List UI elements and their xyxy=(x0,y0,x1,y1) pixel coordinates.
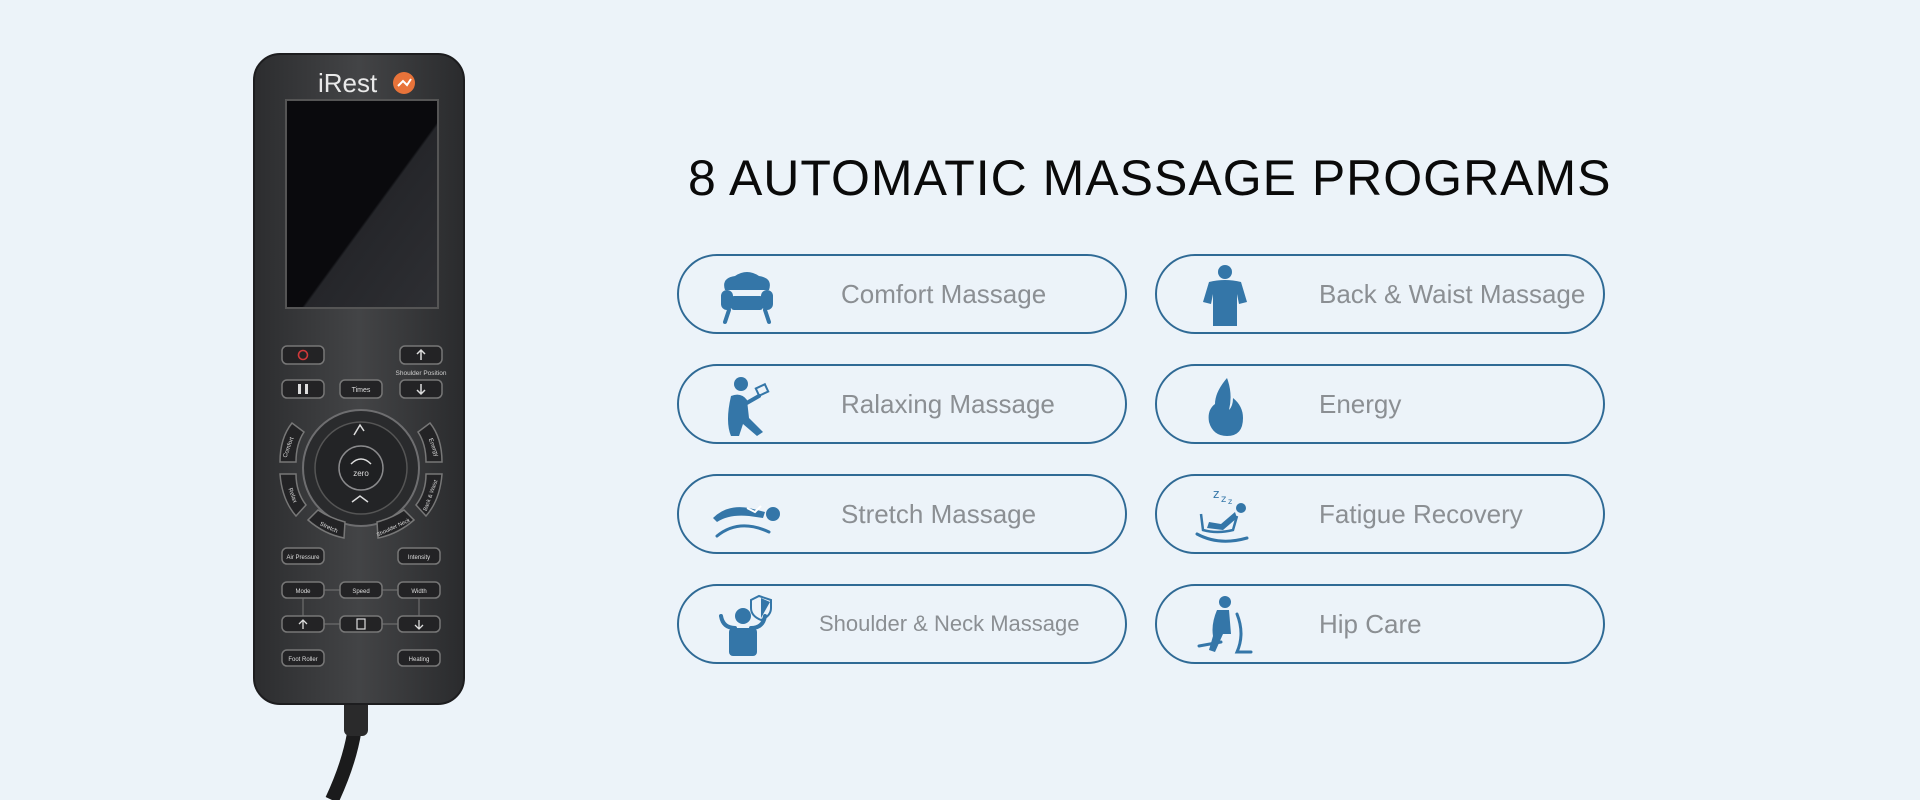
times-button[interactable]: Times xyxy=(339,379,383,399)
zero-button[interactable]: zero xyxy=(353,469,369,478)
program-back-waist-massage: Back & Waist Massage xyxy=(1155,254,1605,334)
program-shoulder-neck-massage: Shoulder & Neck Massage xyxy=(677,584,1127,664)
relax-button[interactable] xyxy=(279,473,307,518)
rocking-chair-sleep-icon: z z z xyxy=(1195,487,1249,543)
reading-figure-icon xyxy=(728,377,770,436)
page-title: 8 AUTOMATIC MASSAGE PROGRAMS xyxy=(688,149,1612,206)
intensity-button[interactable]: Intensity xyxy=(397,547,441,565)
svg-text:z: z xyxy=(1228,497,1232,506)
comfort-button[interactable] xyxy=(279,421,306,463)
svg-text:Relax: Relax xyxy=(286,487,297,503)
program-label: Stretch Massage xyxy=(841,499,1037,529)
back-waist-button[interactable] xyxy=(415,473,443,518)
program-label: Hip Care xyxy=(1319,609,1422,639)
down-button[interactable] xyxy=(397,615,441,633)
svg-text:Times: Times xyxy=(352,387,371,394)
svg-text:Intensity: Intensity xyxy=(408,555,430,561)
remote-control-image: iRest Shoulder Position Times zero Comfo… xyxy=(253,53,465,800)
brand-logo: iRest xyxy=(318,68,378,98)
program-comfort-massage: Comfort Massage xyxy=(677,254,1127,334)
program-label: Comfort Massage xyxy=(841,279,1047,309)
svg-text:Air Pressure: Air Pressure xyxy=(286,555,320,561)
seated-figure-icon xyxy=(1197,596,1253,654)
power-button[interactable] xyxy=(281,345,325,365)
program-fatigue-recovery: z z z Fatigue Recovery xyxy=(1155,474,1605,554)
shoulder-position-label: Shoulder Position xyxy=(396,370,447,377)
air-pressure-button[interactable]: Air Pressure xyxy=(281,547,325,565)
energy-button[interactable] xyxy=(416,421,443,463)
svg-text:Heating: Heating xyxy=(409,657,430,663)
foot-roller-button[interactable]: Foot Roller xyxy=(281,649,325,667)
svg-text:Mode: Mode xyxy=(295,589,311,595)
program-label: Shoulder & Neck Massage xyxy=(819,611,1080,636)
program-stretch-massage: Stretch Massage xyxy=(677,474,1127,554)
mode-button[interactable]: Mode xyxy=(281,581,325,599)
back-figure-icon xyxy=(1203,265,1247,326)
program-label: Ralaxing Massage xyxy=(841,389,1055,419)
pause-button[interactable] xyxy=(281,379,325,399)
program-label: Back & Waist Massage xyxy=(1319,279,1586,309)
shoulder-shield-icon xyxy=(719,594,772,656)
shoulder-down-button[interactable] xyxy=(399,379,443,399)
center-button[interactable] xyxy=(339,615,383,633)
program-label: Fatigue Recovery xyxy=(1319,499,1523,529)
program-label: Energy xyxy=(1319,389,1402,419)
svg-text:z: z xyxy=(1221,494,1226,505)
program-dial[interactable]: zero xyxy=(302,409,420,527)
width-button[interactable]: Width xyxy=(397,581,441,599)
flame-icon xyxy=(1208,378,1243,436)
shoulder-neck-button[interactable] xyxy=(376,509,416,539)
shoulder-up-button[interactable] xyxy=(399,345,443,365)
speed-button[interactable]: Speed xyxy=(339,581,383,599)
stretch-button[interactable] xyxy=(306,509,346,539)
stretch-figure-icon xyxy=(713,505,780,538)
up-button[interactable] xyxy=(281,615,325,633)
svg-text:z: z xyxy=(1213,487,1219,501)
svg-text:Width: Width xyxy=(411,589,426,595)
program-energy: Energy xyxy=(1155,364,1605,444)
armchair-icon xyxy=(721,272,773,324)
program-relaxing-massage: Ralaxing Massage xyxy=(677,364,1127,444)
svg-text:Foot Roller: Foot Roller xyxy=(288,657,317,663)
program-hip-care: Hip Care xyxy=(1155,584,1605,664)
remote-screen xyxy=(285,99,439,309)
svg-text:Speed: Speed xyxy=(352,589,369,595)
heating-button[interactable]: Heating xyxy=(397,649,441,667)
